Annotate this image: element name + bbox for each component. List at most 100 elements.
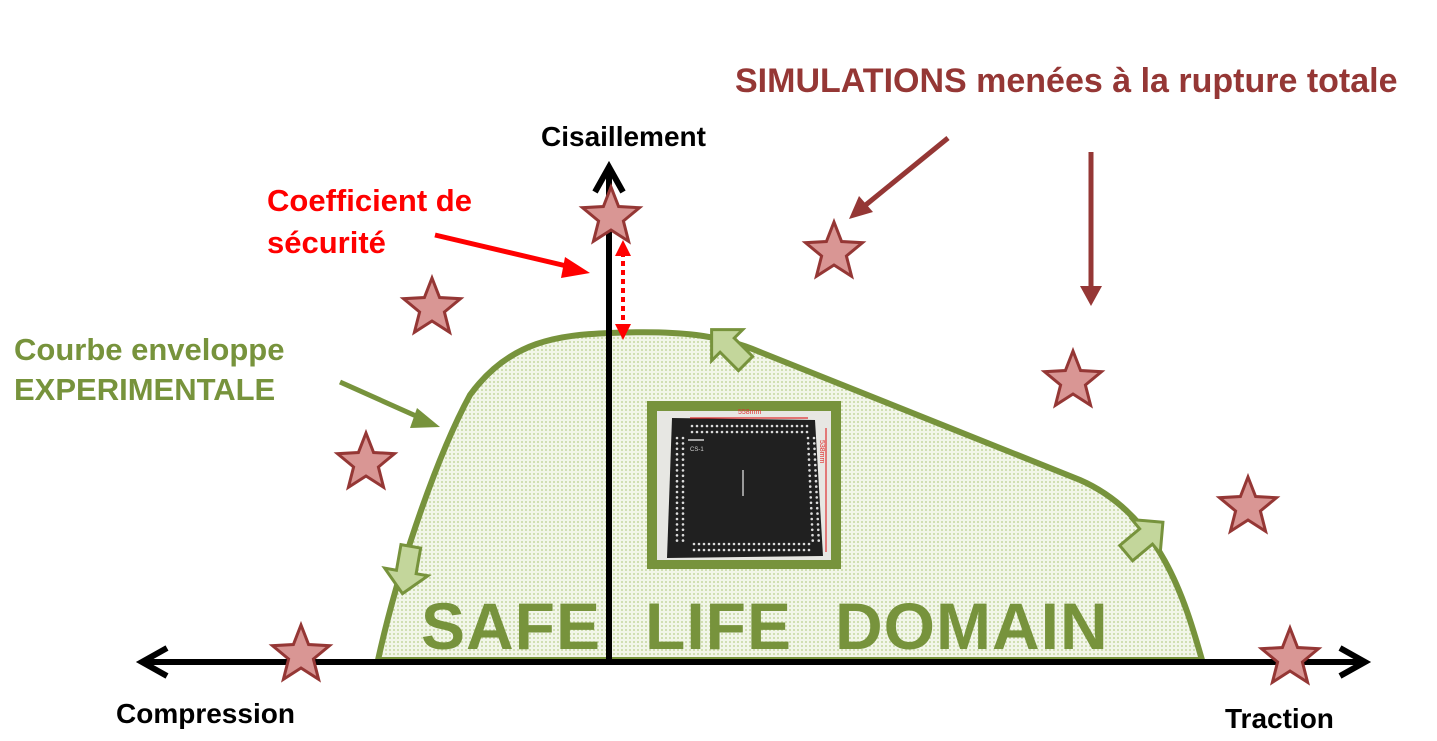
specimen-marker-dot: [785, 430, 789, 434]
specimen-width-label: 558mm: [738, 409, 762, 416]
specimen-marker-dot: [681, 442, 685, 445]
specimen-marker-dot: [692, 548, 696, 552]
specimen-marker-dot: [681, 528, 685, 532]
specimen-marker-dot: [720, 430, 724, 434]
specimen-marker-dot: [812, 442, 816, 445]
simulation-star: [1215, 472, 1281, 535]
simulation-star: [268, 620, 334, 683]
specimen-marker-dot: [675, 523, 679, 526]
specimen-marker-dot: [712, 548, 716, 552]
specimen-marker-dot: [770, 430, 774, 434]
specimen-marker-dot: [808, 485, 812, 488]
specimen-marker-dot: [697, 548, 701, 552]
specimen-marker-dot: [775, 424, 779, 428]
specimen-marker-dot: [809, 490, 812, 494]
specimen-marker-dot: [762, 542, 766, 546]
specimen-marker-dot: [807, 447, 810, 451]
specimen-marker-dot: [675, 474, 679, 478]
specimen-marker-dot: [792, 548, 796, 552]
specimen-marker-dot: [675, 479, 679, 483]
specimen-marker-dot: [762, 548, 766, 552]
simulation-star: [578, 182, 644, 245]
specimen-marker-dot: [808, 474, 812, 478]
specimen-marker-dot: [747, 542, 751, 546]
specimen-marker-dot: [807, 548, 811, 552]
specimen-marker-dot: [681, 452, 685, 456]
specimen-marker-dot: [806, 436, 810, 440]
specimen-marker-dot: [681, 523, 685, 526]
specimen-marker-dot: [815, 501, 819, 505]
domain-word-safe: SAFE: [421, 589, 602, 663]
specimen-marker-dot: [813, 452, 817, 456]
specimen-marker-dot: [780, 424, 784, 428]
specimen-marker-dot: [814, 474, 818, 478]
specimen-marker-dot: [681, 517, 685, 521]
specimen-marker-dot: [775, 430, 779, 434]
specimen-marker-dot: [750, 430, 754, 434]
specimen-marker-dot: [732, 542, 736, 546]
specimen-marker-dot: [792, 542, 796, 546]
specimen-marker-dot: [695, 424, 699, 428]
specimen-marker-dot: [681, 533, 685, 537]
specimen-marker-dot: [681, 479, 685, 483]
specimen-marker-dot: [715, 424, 719, 428]
specimen-marker-dot: [675, 533, 679, 537]
specimen-marker-dot: [675, 528, 679, 532]
specimen-marker-dot: [802, 548, 806, 552]
specimen-marker-dot: [811, 533, 814, 537]
specimen-marker-dot: [747, 548, 751, 552]
specimen-marker-dot: [797, 542, 801, 546]
specimen-marker-dot: [810, 517, 814, 521]
envelope-label-line2: EXPERIMENTALE: [14, 372, 276, 407]
safety-pointer-arrow: [434, 232, 590, 278]
specimen-marker-dot: [717, 548, 721, 552]
specimen-marker-dot: [780, 430, 784, 434]
specimen-marker-dot: [787, 542, 791, 546]
specimen-marker-dot: [800, 430, 804, 434]
specimen-marker-dot: [745, 424, 749, 428]
specimen-marker-dot: [732, 548, 736, 552]
specimen-marker-dot: [717, 542, 721, 546]
specimen-marker-dot: [767, 548, 771, 552]
specimen-marker-dot: [765, 424, 769, 428]
specimen-marker-dot: [807, 458, 811, 461]
specimen-marker-dot: [782, 542, 786, 546]
simulation-star: [399, 273, 465, 336]
specimen-marker-dot: [817, 533, 820, 537]
vertical-axis: [592, 160, 626, 662]
specimen-marker-dot: [814, 469, 817, 472]
specimen-marker-dot: [681, 447, 685, 451]
specimen-marker-dot: [737, 548, 741, 552]
envelope-direction-arrow: [710, 328, 755, 373]
specimen-marker-dot: [802, 542, 806, 546]
specimen-marker-dot: [707, 548, 711, 552]
specimen-marker-dot: [757, 542, 761, 546]
specimen-marker-dot: [740, 430, 744, 434]
simulation-star: [333, 428, 399, 491]
specimen-marker-dot: [707, 542, 711, 546]
specimen-marker-dot: [816, 512, 819, 515]
y-axis-label: Cisaillement: [541, 121, 706, 152]
specimen-marker-dot: [730, 430, 734, 434]
specimen-marker-dot: [735, 424, 739, 428]
specimen-marker-dot: [675, 458, 679, 461]
specimen-marker-dot: [757, 548, 761, 552]
specimen-marker-dot: [740, 424, 744, 428]
specimen-height-label: 538mm: [818, 440, 825, 464]
specimen-marker-dot: [767, 542, 771, 546]
specimen-marker-dot: [742, 542, 746, 546]
specimen-marker-dot: [681, 463, 685, 467]
specimen-marker-dot: [675, 512, 679, 515]
specimen-marker-dot: [675, 452, 679, 456]
specimen-marker-dot: [816, 517, 820, 521]
specimen-marker-dot: [755, 430, 759, 434]
specimen-marker-dot: [675, 517, 679, 521]
specimen-marker-dot: [815, 490, 818, 494]
domain-word-domain: DOMAIN: [835, 589, 1109, 663]
specimen-marker-dot: [814, 485, 818, 488]
specimen-marker-dot: [810, 512, 813, 515]
specimen-marker-dot: [710, 430, 714, 434]
specimen-marker-dot: [797, 548, 801, 552]
specimen-marker-dot: [681, 496, 685, 499]
specimen-marker-dot: [807, 452, 811, 456]
